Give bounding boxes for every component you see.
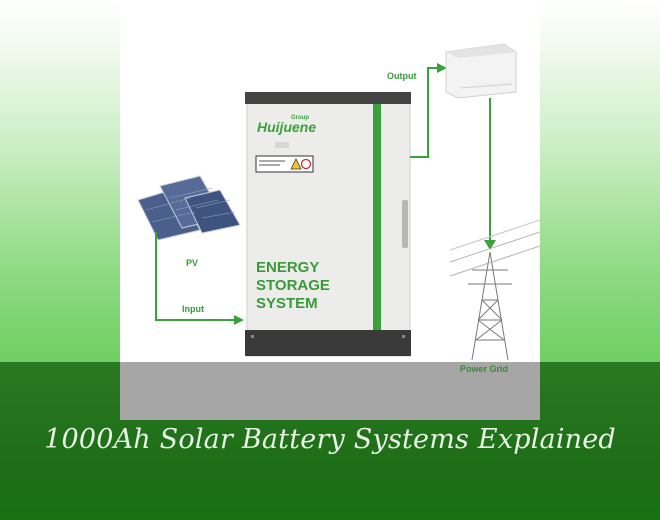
output-arrow [410,63,447,158]
inverter-unit [445,43,517,99]
power-tower-icon [449,219,540,361]
input-label: Input [182,304,204,314]
pv-label: PV [186,258,198,268]
image-caption: 1000Ah Solar Battery Systems Explained [44,424,616,455]
product-image-card: Huijuene Group ENERGY STORAGE SYSTEM PV … [120,0,540,420]
solar-panels [137,175,241,241]
grid-arrow [484,98,496,250]
brand-logo: Huijuene Group [257,115,316,135]
energy-storage-cabinet [245,92,411,357]
output-label: Output [387,71,417,81]
cabinet-text-line3: SYSTEM [256,295,318,312]
cabinet-text-line2: STORAGE [256,277,330,294]
card-bottom-shade [120,362,540,420]
power-grid-label: Power Grid [460,364,508,374]
cabinet-text-line1: ENERGY [256,259,319,276]
brand-name: Huijuene [257,119,316,135]
brand-group: Group [291,115,309,121]
input-arrow [155,232,244,325]
energy-storage-diagram: Huijuene Group ENERGY STORAGE SYSTEM PV … [120,43,540,420]
